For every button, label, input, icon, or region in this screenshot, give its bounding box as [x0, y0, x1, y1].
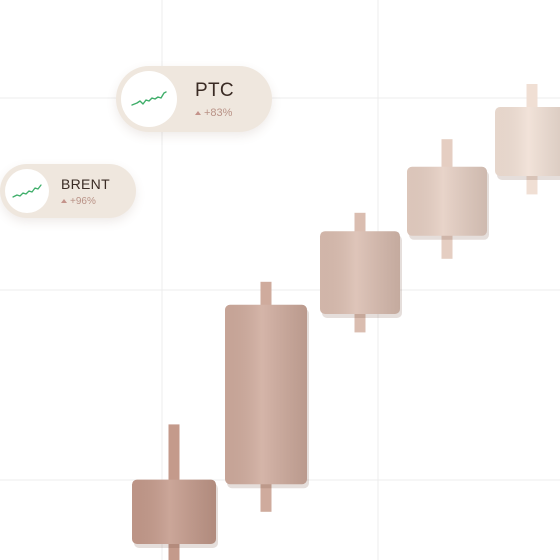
sparkline-icon: [5, 169, 49, 213]
candle: [225, 281, 309, 512]
ticker-change-value: +83%: [204, 106, 233, 119]
candle: [320, 212, 402, 333]
ticker-change: +83%: [195, 107, 234, 119]
candle: [132, 424, 218, 560]
ticker-change: +96%: [61, 196, 110, 207]
sparkline-line: [131, 91, 167, 106]
ticker-text: PTC +83%: [195, 80, 234, 119]
ticker-name: PTC: [195, 79, 234, 101]
candle-shading: [225, 304, 307, 485]
ticker-name: BRENT: [61, 175, 110, 192]
sparkline-line: [12, 184, 42, 198]
candles: [132, 84, 560, 560]
candle-shading: [132, 479, 216, 544]
ticker-pill-brent[interactable]: BRENT +96%: [0, 164, 136, 218]
candle: [407, 139, 489, 259]
up-arrow-icon: [195, 110, 201, 115]
candle-shading: [407, 166, 487, 236]
candle-shading: [495, 107, 560, 176]
candle: [495, 84, 560, 195]
candle-shading: [320, 231, 400, 314]
up-arrow-icon: [61, 199, 67, 203]
ticker-change-value: +96%: [70, 195, 96, 207]
ticker-text: BRENT +96%: [61, 176, 110, 207]
sparkline-icon: [121, 71, 177, 127]
ticker-pill-ptc[interactable]: PTC +83%: [116, 66, 272, 132]
